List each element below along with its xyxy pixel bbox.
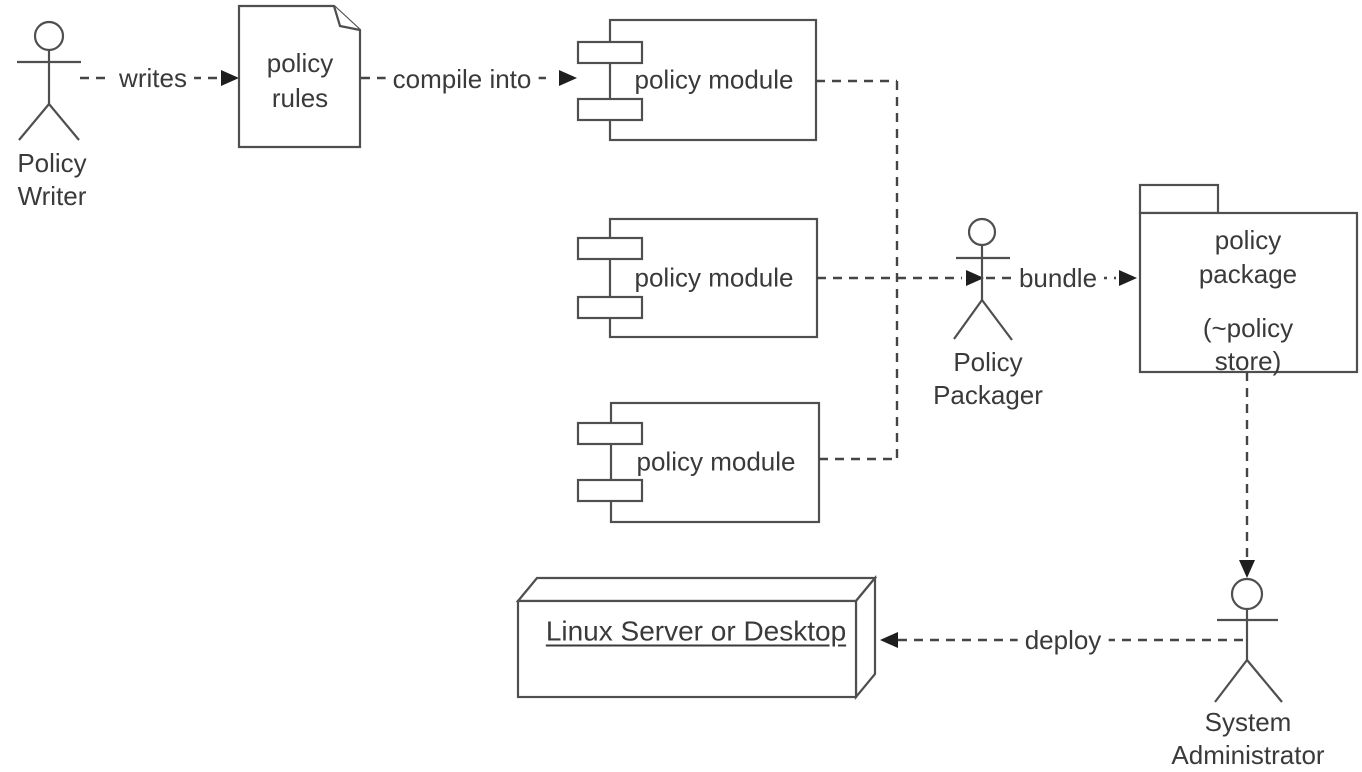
component-body — [609, 401, 821, 524]
component-tab-icon — [576, 421, 644, 446]
deploy-arrowhead-icon — [880, 632, 898, 648]
actor-leg-left — [18, 103, 50, 141]
actor-head — [33, 20, 65, 52]
actor-leg-left — [953, 299, 983, 340]
component-tab-icon — [576, 97, 644, 122]
document-outline — [237, 4, 362, 149]
policy-module-top-component — [576, 18, 818, 142]
component-body — [608, 18, 818, 142]
system-administrator-figure — [1214, 577, 1283, 703]
actor-head — [967, 217, 997, 247]
component-tab-icon — [576, 478, 644, 503]
package-body — [1138, 211, 1359, 374]
policy-module-middle-component — [576, 217, 819, 339]
node-top-face — [515, 576, 878, 603]
bundle-arrowhead-icon — [1119, 270, 1137, 286]
actor-leg-left — [1214, 659, 1248, 703]
policy-module-bottom-component — [576, 401, 821, 524]
admin-incoming-arrowhead-icon — [1239, 560, 1255, 578]
document-fold-icon — [332, 5, 361, 32]
actor-leg-right — [981, 299, 1013, 341]
compile-into-arrowhead-icon — [559, 70, 577, 86]
writes-arrowhead-icon — [221, 70, 239, 86]
actor-leg-right — [48, 103, 80, 141]
node-side-face — [854, 574, 877, 701]
package-tab-icon — [1138, 183, 1220, 215]
actor-leg-right — [1246, 659, 1283, 703]
component-tab-icon — [576, 295, 644, 320]
policy-rules-document — [237, 4, 362, 149]
policy-writer-figure — [17, 20, 81, 141]
policy-packager-figure — [953, 217, 1013, 341]
node-front-face — [516, 599, 858, 699]
packager-incoming-arrowhead-icon — [966, 270, 984, 286]
actor-head — [1230, 577, 1264, 611]
linux-server-node — [515, 574, 878, 701]
component-body — [608, 217, 819, 339]
component-tab-icon — [576, 236, 644, 261]
policy-package-folder — [1138, 183, 1359, 374]
component-tab-icon — [576, 40, 644, 65]
